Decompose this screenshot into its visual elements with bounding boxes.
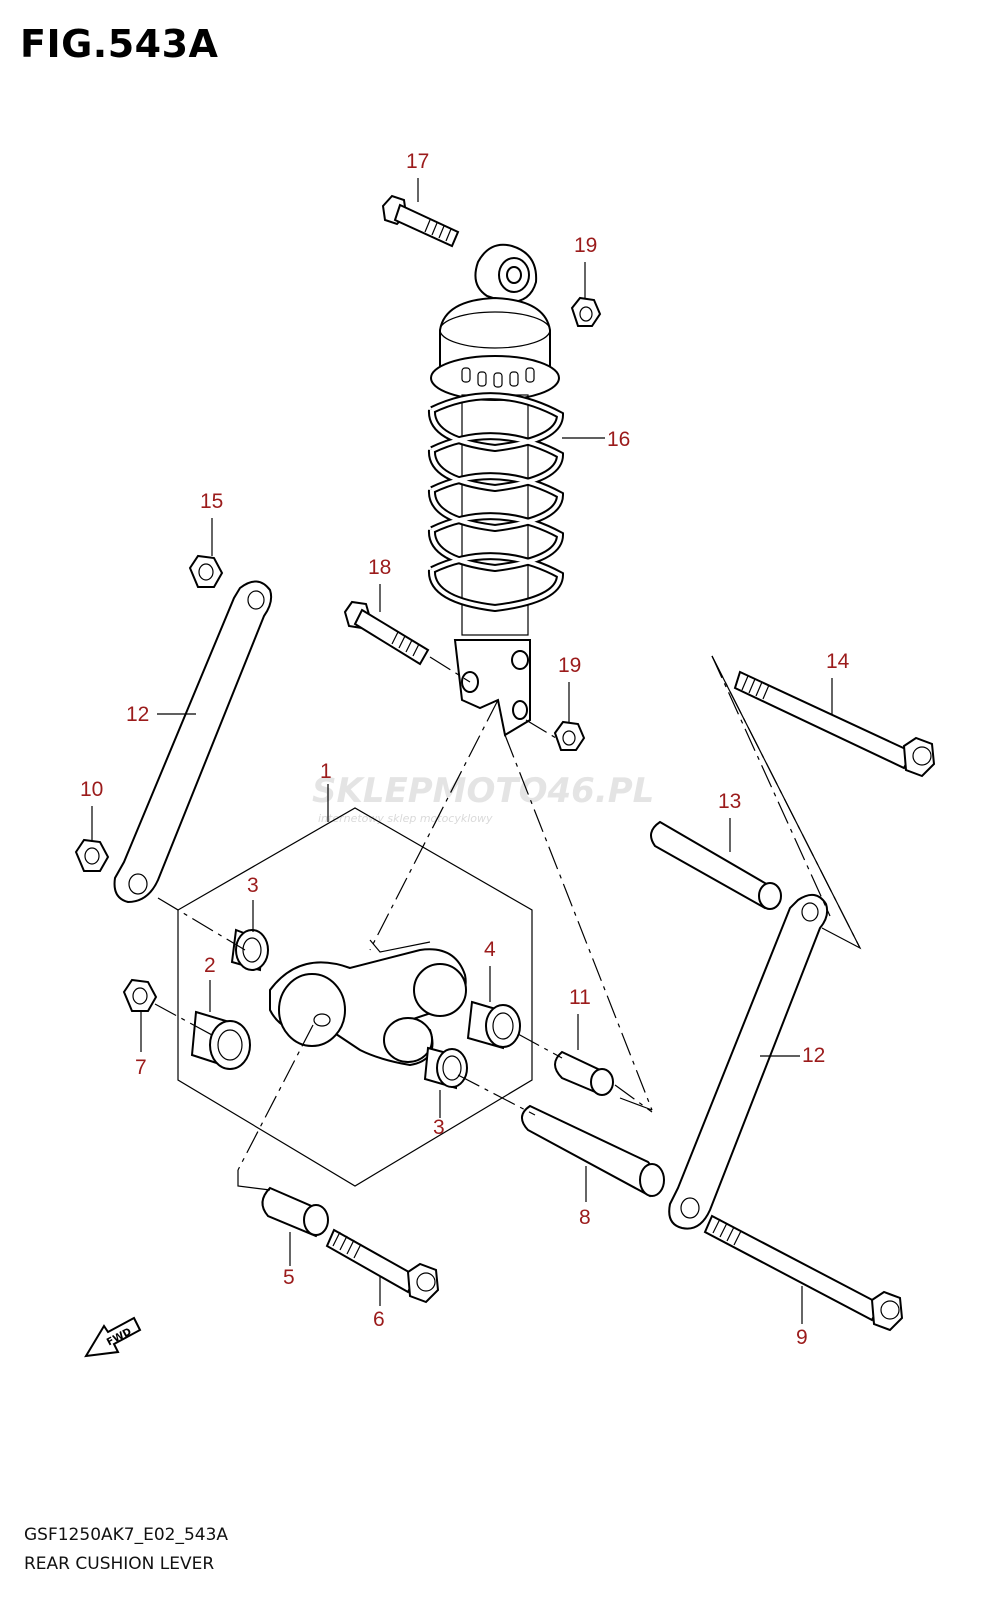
callout-9: 9	[796, 1326, 808, 1349]
callout-17: 17	[406, 150, 429, 173]
callouts: 17 19 16 15 18 19 14 12 1 10 13 3 4 2 11…	[80, 150, 850, 1349]
bracket-lines	[237, 655, 862, 1191]
nut-10	[74, 838, 110, 872]
collar-13	[650, 820, 782, 910]
callout-5: 5	[283, 1266, 295, 1289]
callout-3-top: 3	[247, 874, 259, 897]
lever-assembly-boundary	[177, 807, 533, 1187]
callout-19-top: 19	[574, 234, 597, 257]
nut-15	[188, 554, 224, 588]
callout-10: 10	[80, 778, 103, 801]
nut-7	[122, 978, 158, 1012]
callout-16: 16	[607, 428, 630, 451]
forward-direction-marker: FWD	[84, 1316, 142, 1358]
figure-caption: REAR CUSHION LEVER	[24, 1554, 215, 1574]
callout-1: 1	[320, 760, 332, 783]
cushion-lever	[269, 948, 467, 1067]
callout-12-left: 12	[126, 703, 149, 726]
nut-19-lower	[553, 720, 586, 751]
callout-3-bottom: 3	[433, 1116, 445, 1139]
bearing-4	[466, 1000, 521, 1050]
cushion-rod-12-left	[113, 580, 273, 904]
bolt-14	[733, 670, 936, 778]
callout-13: 13	[718, 790, 741, 813]
nut-19-top	[570, 296, 602, 327]
watermark-subtext: internetowy sklep motocyklowy	[318, 812, 493, 825]
bearing-3-bottom	[423, 1046, 468, 1090]
callout-19-lower: 19	[558, 654, 581, 677]
bolt-17	[381, 194, 460, 248]
collar-11	[554, 1050, 614, 1096]
model-code: GSF1250AK7_E02_543A	[24, 1525, 229, 1545]
bearing-2	[190, 1010, 251, 1070]
callout-18: 18	[368, 556, 391, 579]
bolt-9	[703, 1214, 904, 1332]
cushion-rod-12-right	[668, 893, 829, 1230]
callout-11: 11	[569, 986, 591, 1009]
watermark: SKLEPMOTO46.PL internetowy sklep motocyk…	[312, 771, 654, 825]
bolt-18	[343, 600, 430, 666]
figure-title: FIG.543A	[20, 22, 219, 66]
callout-4: 4	[484, 938, 496, 961]
bolt-6	[325, 1228, 440, 1304]
callout-14: 14	[826, 650, 850, 673]
callout-8: 8	[579, 1206, 591, 1229]
callout-2: 2	[204, 954, 216, 977]
rear-shock-absorber	[428, 243, 565, 737]
collar-8	[521, 1104, 665, 1198]
leader-lines	[91, 178, 833, 1324]
callout-6: 6	[373, 1308, 385, 1331]
collar-5	[261, 1186, 329, 1238]
watermark-text: SKLEPMOTO46.PL	[312, 771, 654, 811]
bearing-3-top	[230, 928, 269, 972]
callout-12-right: 12	[802, 1044, 825, 1067]
callout-15: 15	[200, 490, 223, 513]
callout-7: 7	[135, 1056, 147, 1079]
